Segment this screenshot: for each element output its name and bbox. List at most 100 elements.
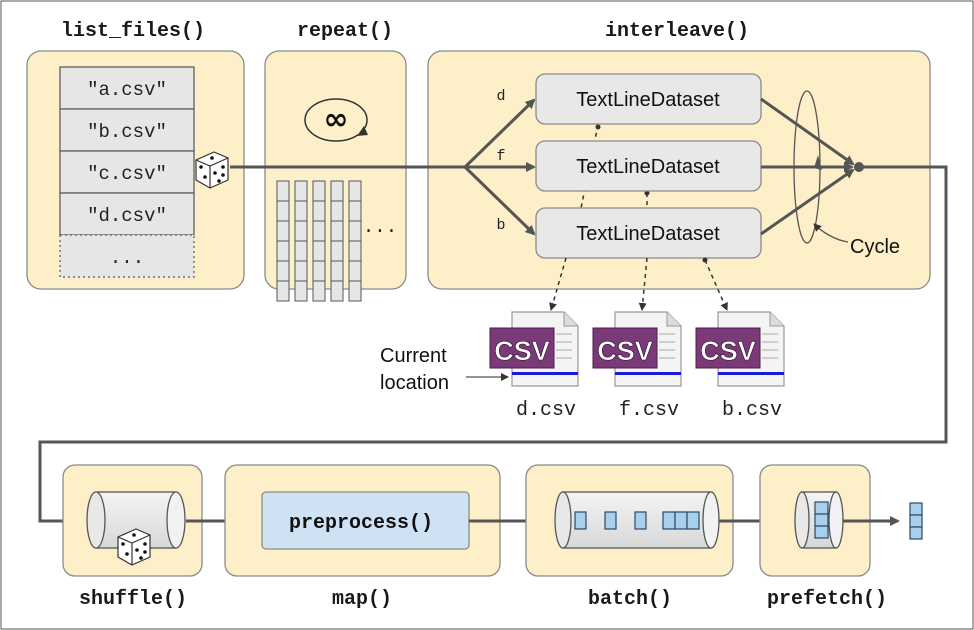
data-item [686, 511, 700, 530]
data-item [634, 511, 647, 530]
csv-file-name: b.csv [722, 399, 782, 422]
stage-title-shuffle: shuffle() [79, 588, 187, 611]
dice-icon [117, 528, 151, 566]
repeated-file-cell [276, 280, 290, 302]
stage-title-list-files: list_files() [61, 20, 205, 43]
csv-file-icon: CSV [592, 311, 682, 387]
read-arrow-b [704, 259, 728, 311]
reader-link-dot [595, 124, 601, 130]
cycle-arrowhead [814, 155, 822, 170]
batch-items [574, 511, 700, 530]
repeated-file-columns [276, 180, 362, 302]
cycle-label: Cycle [850, 236, 900, 258]
repeated-file-cell [312, 240, 326, 262]
repeated-file-cell [330, 240, 344, 262]
preprocess-function-label: preprocess() [289, 512, 433, 535]
csv-file-name: f.csv [619, 399, 679, 422]
repeated-file-cell [330, 280, 344, 302]
repeated-file-cell [276, 220, 290, 242]
csv-icon-text: CSV [597, 336, 653, 366]
flow-branch-b [463, 165, 536, 236]
data-item [814, 501, 829, 515]
flow-branch-d [463, 98, 536, 169]
repeated-file-cell [294, 240, 308, 262]
repeated-file-cell [348, 240, 362, 262]
repeated-file-cell [276, 240, 290, 262]
repeated-file-cell [294, 180, 308, 202]
read-arrow-f [638, 257, 648, 311]
file-cell [59, 150, 195, 194]
current-location-label-line2: location [380, 372, 449, 394]
repeated-file-cell [276, 180, 290, 202]
repeat-more: ... [363, 216, 397, 238]
read-arrow-d [549, 257, 567, 311]
branch-label-b: b [496, 217, 505, 234]
file-name: "b.csv" [87, 121, 167, 143]
repeated-file-cell [330, 200, 344, 222]
repeated-file-cell [312, 280, 326, 302]
stage-title-batch: batch() [588, 588, 672, 611]
data-item [814, 525, 829, 539]
shuffle-buffer-cylinder [86, 491, 186, 549]
file-name: "c.csv" [87, 163, 167, 185]
cycle-pointer [813, 223, 849, 243]
repeated-file-cell [276, 200, 290, 222]
data-item [662, 511, 676, 530]
data-item [674, 511, 688, 530]
repeat-cycle-icon [304, 98, 370, 142]
infinity-symbol: ∞ [324, 102, 349, 137]
text-line-dataset-label: TextLineDataset [576, 89, 720, 111]
repeated-file-cell [312, 260, 326, 282]
csv-icon-text: CSV [700, 336, 756, 366]
stage-title-interleave: interleave() [605, 20, 749, 43]
csv-file-icon: CSV [489, 311, 579, 387]
repeated-file-cell [294, 200, 308, 222]
repeated-file-cell [330, 260, 344, 282]
repeated-file-cell [312, 220, 326, 242]
repeated-file-cell [330, 220, 344, 242]
stage-title-prefetch: prefetch() [767, 588, 887, 611]
data-item [909, 526, 923, 540]
data-item [574, 511, 587, 530]
csv-files: CSV d.csv CSV f.csv CSV b.csv [489, 311, 785, 422]
stage-title-repeat: repeat() [297, 20, 393, 43]
csv-icon-text: CSV [494, 336, 550, 366]
repeated-file-cell [330, 180, 344, 202]
repeated-file-cell [348, 280, 362, 302]
repeated-file-cell [348, 220, 362, 242]
repeated-file-cell [348, 180, 362, 202]
file-name: "d.csv" [87, 205, 167, 227]
output-batch [909, 502, 923, 540]
csv-file-icon: CSV [695, 311, 785, 387]
dice-icon [195, 151, 229, 189]
repeated-file-cell [312, 200, 326, 222]
current-location-label-line1: Current [380, 345, 447, 367]
data-item [909, 514, 923, 528]
merge-arrow-d [760, 97, 855, 166]
text-line-dataset-label: TextLineDataset [576, 156, 720, 178]
stage-title-map: map() [332, 588, 392, 611]
prefetched-batch [814, 501, 829, 539]
file-list-more: ... [110, 247, 144, 269]
csv-file-name: d.csv [516, 399, 576, 422]
flow-wrap-line [38, 165, 948, 526]
branch-label-d: d [496, 88, 505, 105]
data-item [604, 511, 617, 530]
repeated-file-cell [294, 280, 308, 302]
data-item [814, 513, 829, 527]
file-list: "a.csv" "b.csv" "c.csv" "d.csv" ... [59, 66, 195, 278]
branch-label-f: f [496, 148, 505, 165]
repeated-file-cell [348, 260, 362, 282]
file-cell [59, 66, 195, 110]
repeated-file-cell [276, 260, 290, 282]
text-line-dataset-label: TextLineDataset [576, 223, 720, 245]
file-cell [59, 108, 195, 152]
file-cell-more [59, 234, 195, 278]
repeated-file-cell [348, 200, 362, 222]
merge-arrow-b [760, 168, 855, 236]
repeated-file-cell [312, 180, 326, 202]
repeated-file-cell [294, 260, 308, 282]
data-item [909, 502, 923, 516]
